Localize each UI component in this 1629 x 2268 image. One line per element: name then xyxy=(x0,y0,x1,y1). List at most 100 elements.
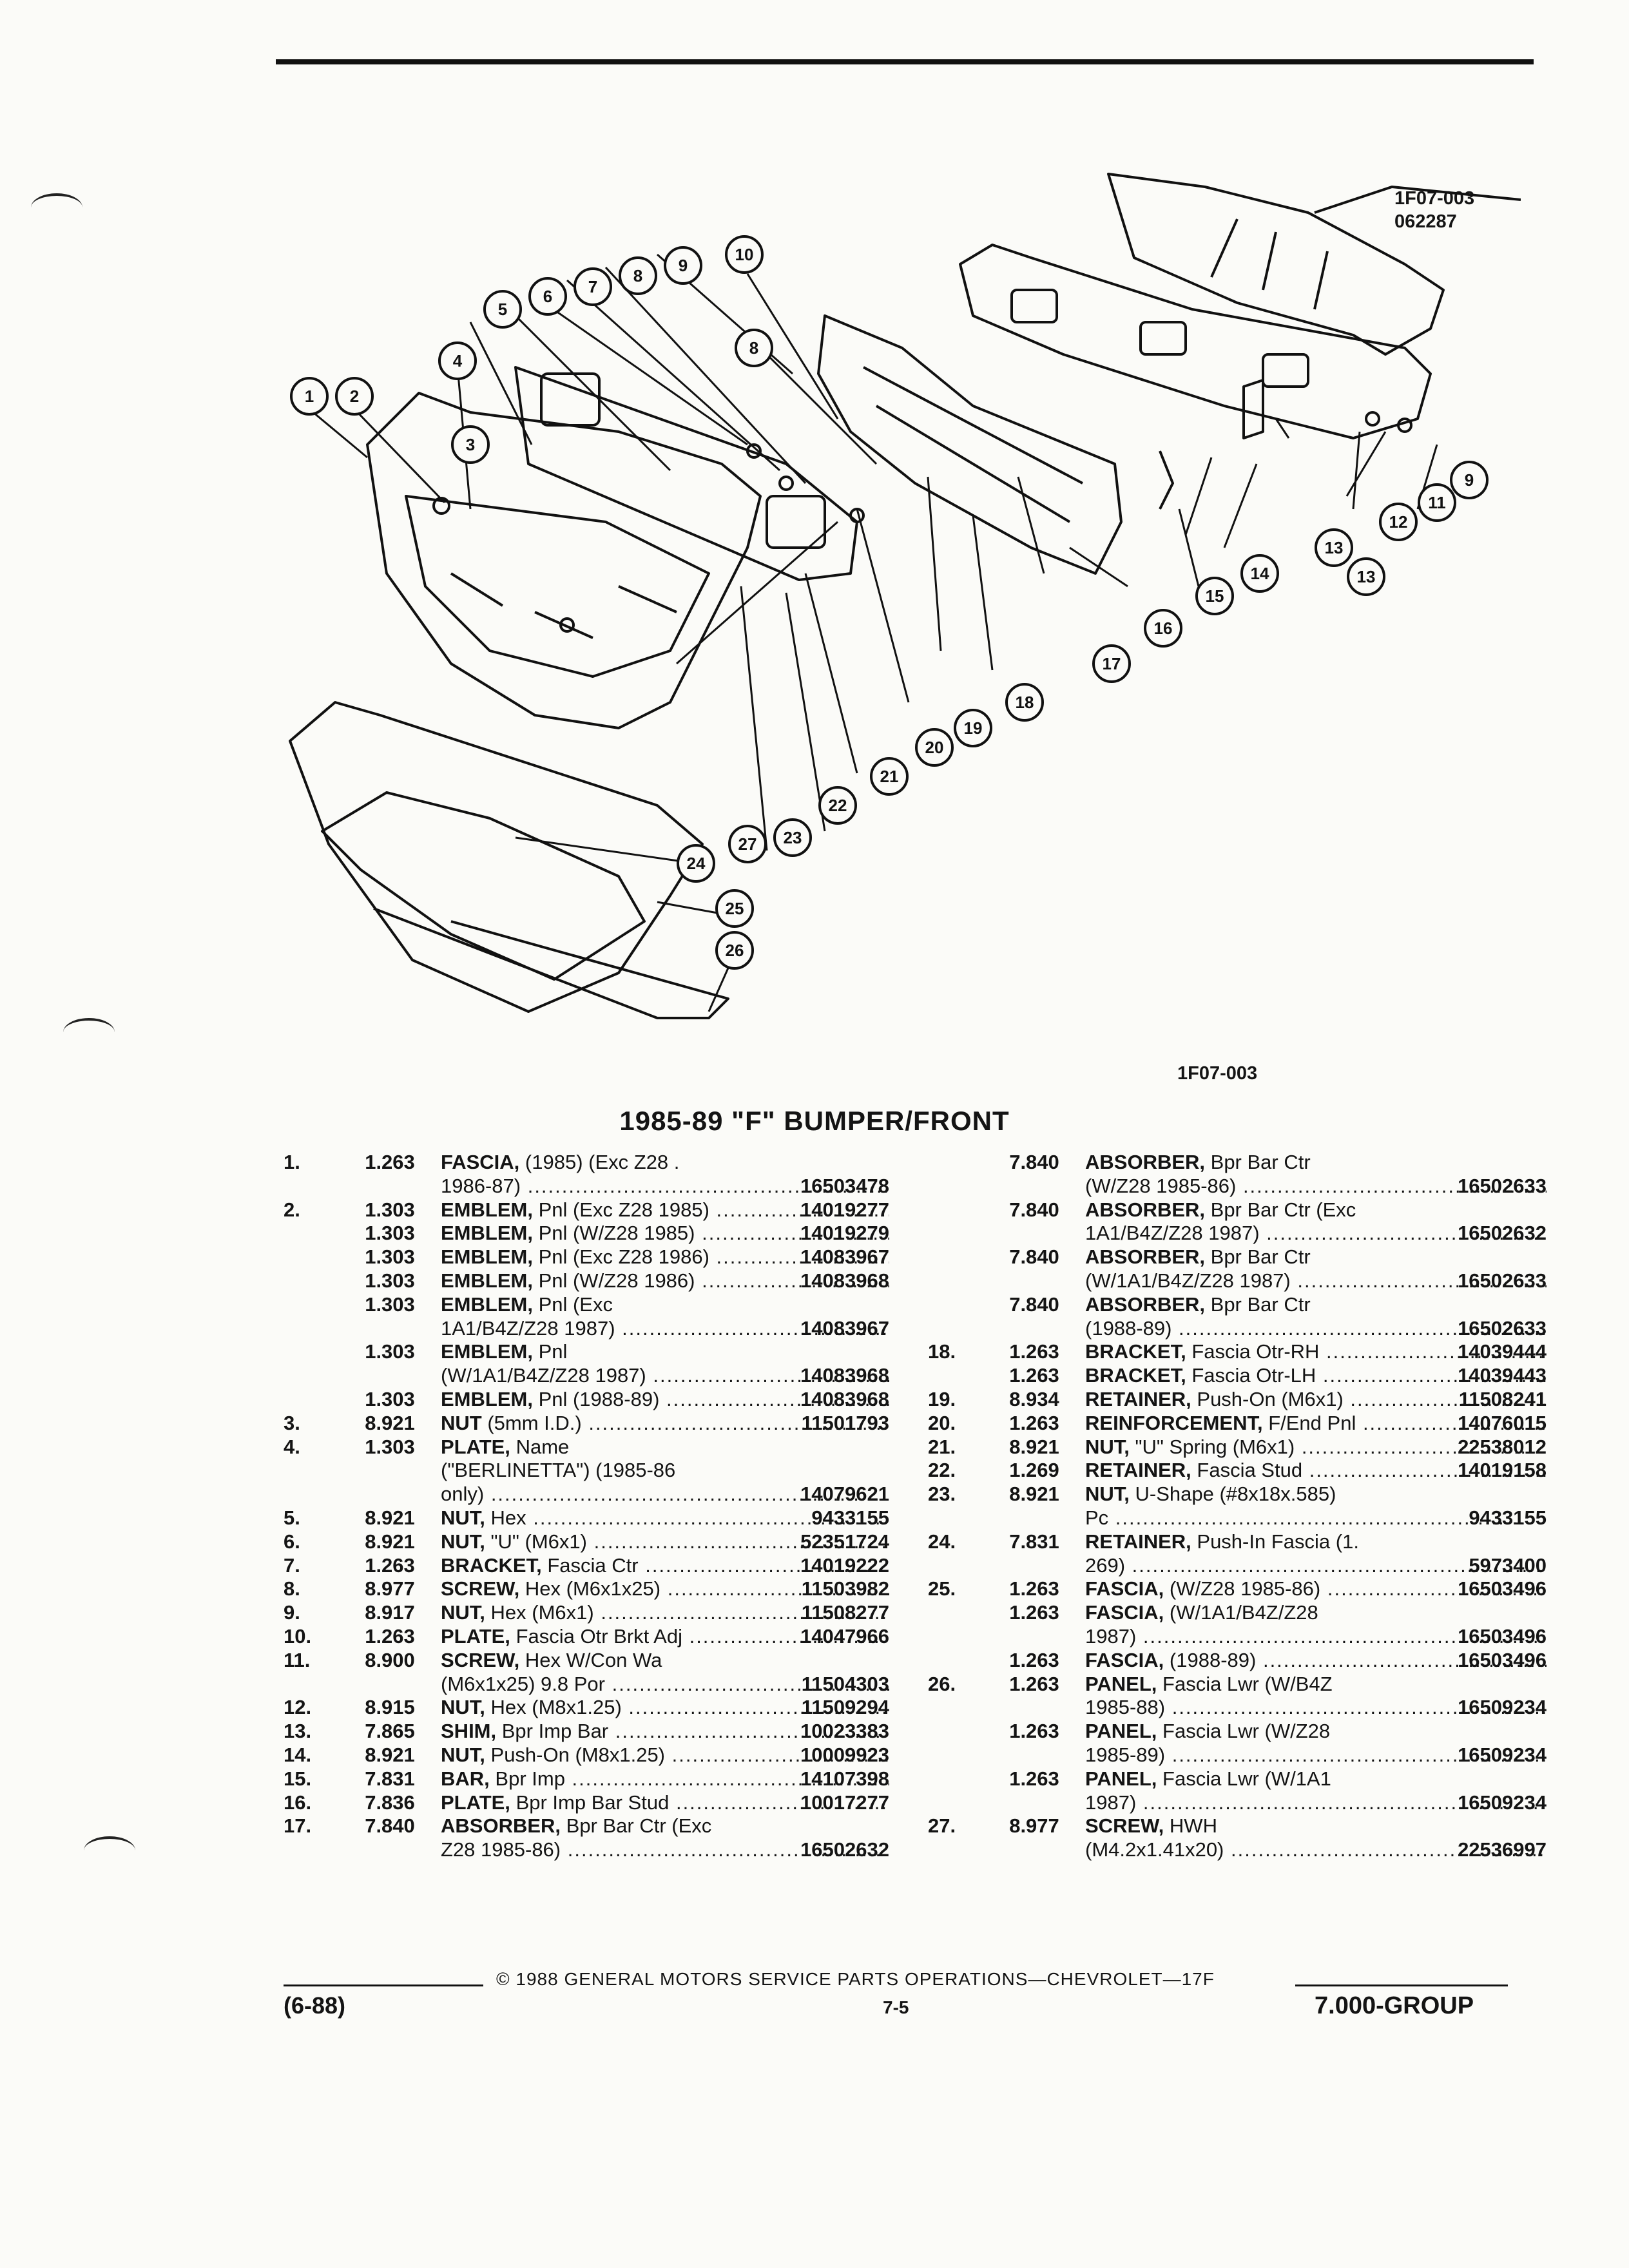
part-number: 16502633 xyxy=(1455,1269,1547,1293)
part-description: ABSORBER, Bpr Bar Ctr xyxy=(1085,1151,1547,1175)
part-detail: (M4.2x1.41x20) xyxy=(1085,1838,1224,1861)
item-number: 1. xyxy=(284,1151,300,1173)
part-number: 14107398 xyxy=(798,1767,889,1791)
leader-dots: ........................................… xyxy=(1266,1222,1547,1245)
leader-dots: ........................................… xyxy=(716,1198,889,1221)
group-code: 1.303 xyxy=(365,1435,415,1458)
group-code: 1.263 xyxy=(365,1624,415,1648)
leader-dots: ........................................… xyxy=(615,1720,889,1743)
group-code: 1.263 xyxy=(1009,1601,1059,1624)
group-code: 8.900 xyxy=(365,1648,415,1671)
part-number: 14047966 xyxy=(798,1624,889,1649)
item-number: 23. xyxy=(928,1483,956,1506)
part-description: 16502633 (W/1A1/B4Z/Z28 1987) ..........… xyxy=(1085,1269,1547,1293)
part-keyword: NUT, xyxy=(441,1530,485,1553)
part-detail: (5mm I.D.) xyxy=(487,1411,582,1434)
part-number: 16502633 xyxy=(1455,1316,1547,1341)
part-keyword: NUT, xyxy=(1085,1435,1130,1458)
part-keyword: ABSORBER, xyxy=(1085,1151,1206,1173)
part-detail: Pc xyxy=(1085,1506,1109,1529)
group-number: 7.000-GROUP xyxy=(1315,1992,1474,2019)
part-description: 22536997 (M4.2x1.41x20) ................… xyxy=(1085,1838,1547,1862)
part-detail: Pnl (W/Z28 1985) xyxy=(538,1222,695,1245)
leader-dots: ........................................… xyxy=(622,1316,889,1340)
svg-text:8: 8 xyxy=(749,338,758,358)
group-code: 8.921 xyxy=(365,1743,415,1766)
part-detail: (1988-89) xyxy=(1085,1316,1172,1340)
part-description: ABSORBER, Bpr Bar Ctr (Exc xyxy=(441,1814,889,1838)
part-description: SCREW, Hex W/Con Wa xyxy=(441,1649,889,1673)
part-detail: (W/1A1/B4Z/Z28 1987) xyxy=(441,1364,646,1387)
part-detail: Pnl (Exc Z28 1985) xyxy=(538,1198,709,1221)
group-code: 8.934 xyxy=(1009,1387,1059,1410)
part-keyword: FASCIA, xyxy=(441,1151,520,1173)
page-number: 7-5 xyxy=(883,1997,909,2017)
part-number: 22536997 xyxy=(1455,1838,1547,1862)
svg-text:17: 17 xyxy=(1103,654,1121,673)
parts-list-row: 11504303 (M6x1x25) 9.8 Por .............… xyxy=(284,1672,889,1696)
part-keyword: BRACKET, xyxy=(1085,1340,1186,1363)
group-code: 1.263 xyxy=(365,1553,415,1577)
part-keyword: NUT, xyxy=(441,1743,485,1766)
item-number: 2. xyxy=(284,1198,300,1221)
part-keyword: EMBLEM, xyxy=(441,1198,533,1221)
part-detail: Hex (M6x1x25) xyxy=(525,1577,661,1600)
part-detail: 1985-88) xyxy=(1085,1696,1166,1719)
parts-list-row: 9433155 Pc .............................… xyxy=(928,1506,1547,1530)
figure-caption-code: 1F07-003 xyxy=(1177,1063,1258,1084)
part-keyword: ABSORBER, xyxy=(1085,1245,1206,1269)
part-keyword: EMBLEM, xyxy=(441,1222,533,1245)
part-keyword: BAR, xyxy=(441,1767,490,1790)
part-number: 11501793 xyxy=(798,1411,889,1436)
part-keyword: SCREW, xyxy=(441,1648,520,1671)
absorber-ribs xyxy=(863,366,1083,523)
leader-dots: ........................................… xyxy=(1350,1387,1547,1410)
part-description: NUT, U-Shape (#8x18x.585) xyxy=(1085,1483,1547,1506)
leader-dots: ........................................… xyxy=(1262,1648,1547,1671)
item-number: 11. xyxy=(284,1648,311,1671)
item-number: 19. xyxy=(928,1387,956,1410)
svg-text:26: 26 xyxy=(726,941,744,960)
footer-rule xyxy=(284,1984,483,1986)
leader-dots: ........................................… xyxy=(1165,1743,1547,1766)
svg-text:7: 7 xyxy=(588,277,597,296)
part-detail: Pnl (Exc xyxy=(538,1293,613,1316)
part-number: 10009923 xyxy=(798,1743,889,1767)
part-detail: Hex (M6x1) xyxy=(490,1601,594,1624)
part-detail: Fascia Lwr (W/B4Z xyxy=(1162,1672,1333,1695)
part-number: 52351724 xyxy=(798,1530,889,1554)
footer-rule xyxy=(1295,1984,1508,1986)
item-number: 10. xyxy=(284,1624,312,1648)
nut-part xyxy=(746,443,762,459)
part-detail: Bpr Imp Bar xyxy=(501,1720,609,1743)
part-keyword: PANEL, xyxy=(1085,1767,1157,1790)
group-code: 7.836 xyxy=(365,1791,415,1814)
svg-text:14: 14 xyxy=(1251,564,1269,583)
fascia-lower-face xyxy=(321,791,646,981)
part-detail: (W/1A1/B4Z/Z28 xyxy=(1169,1601,1318,1624)
part-detail: Bpr Bar Ctr xyxy=(1210,1151,1311,1173)
leader-dots: ........................................… xyxy=(645,1553,889,1577)
part-description: FASCIA, (1985) (Exc Z28 . xyxy=(441,1151,889,1175)
part-detail: 1987) xyxy=(1085,1624,1137,1648)
leader-dots: ........................................… xyxy=(593,1530,889,1553)
part-description: ABSORBER, Bpr Bar Ctr xyxy=(1085,1245,1547,1269)
part-keyword: FASCIA, xyxy=(1085,1601,1164,1624)
